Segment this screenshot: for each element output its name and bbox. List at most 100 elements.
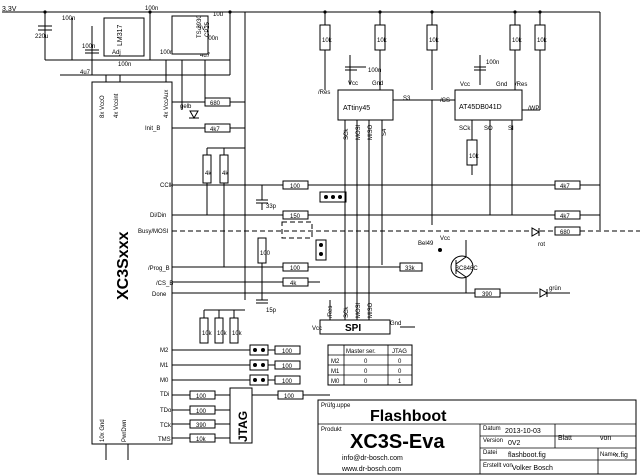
svg-text:0: 0 <box>364 369 368 375</box>
svg-text:15p: 15p <box>266 308 277 314</box>
attiny45-name: ATtiny45 <box>343 105 370 112</box>
svg-text:MISO: MISO <box>368 124 374 140</box>
svg-text:/Res: /Res <box>515 82 527 88</box>
mode-table: Master ser. JTAG M2 0 0 M1 0 0 M0 0 1 <box>327 344 413 386</box>
svg-text:10k: 10k <box>217 331 228 337</box>
svg-text:BC846C: BC846C <box>455 266 478 272</box>
svg-text:Blatt: Blatt <box>558 435 572 442</box>
svg-text:Erstellt von: Erstellt von <box>483 463 513 469</box>
version-value: 0V2 <box>508 440 521 447</box>
svg-text:390: 390 <box>196 423 207 429</box>
product-title: XC3S-Eva <box>350 431 445 453</box>
svg-text:TDi: TDi <box>160 392 169 398</box>
svg-text:SO: SO <box>484 126 493 132</box>
svg-text:4x Vccint: 4x Vccint <box>114 93 120 118</box>
ts3930-regulator <box>171 15 209 55</box>
svg-text:Gnd: Gnd <box>372 81 383 87</box>
spi-connector <box>319 319 391 335</box>
svg-text:TMS: TMS <box>158 437 171 443</box>
svg-text:/Res: /Res <box>318 90 330 96</box>
svg-text:Adj: Adj <box>112 50 121 56</box>
svg-text:MOSI: MOSI <box>356 302 362 318</box>
contact-email: info@dr-bosch.com <box>342 455 403 462</box>
title-block: Prüfg.uppe Flashboot Produkt XC3S-Eva in… <box>317 399 637 475</box>
svg-text:Vcc: Vcc <box>312 326 322 332</box>
svg-text:/WP: /WP <box>528 106 539 112</box>
svg-text:x.fig: x.fig <box>615 452 628 459</box>
svg-text:4k: 4k <box>222 171 229 177</box>
svg-text:100n: 100n <box>368 68 381 74</box>
jumper-2 <box>315 239 327 261</box>
svg-text:8x VccO: 8x VccO <box>100 95 106 118</box>
cap-220u: 220u <box>35 34 48 40</box>
svg-text:10u: 10u <box>213 12 223 18</box>
svg-text:4k7: 4k7 <box>560 184 570 190</box>
spi-name: SPI <box>345 323 361 334</box>
svg-text:4k7: 4k7 <box>210 127 220 133</box>
svg-text:Vcc: Vcc <box>440 236 450 242</box>
svg-text:100: 100 <box>196 394 207 400</box>
svg-text:100: 100 <box>196 409 207 415</box>
jtag-name: JTAG <box>236 411 250 442</box>
svg-text:Vcc: Vcc <box>460 82 470 88</box>
contact-web: www.dr-bosch.com <box>341 466 401 473</box>
svg-text:S4: S4 <box>382 128 388 136</box>
svg-text:LM317: LM317 <box>117 24 124 46</box>
svg-text:0: 0 <box>398 369 402 375</box>
svg-text:Busy/MOSI: Busy/MOSI <box>138 229 169 235</box>
svg-text:5V: 5V <box>198 26 205 32</box>
svg-text:/Prog_B: /Prog_B <box>148 266 170 272</box>
file-value: flashboot.fig <box>508 452 546 459</box>
svg-text:S3: S3 <box>403 96 411 102</box>
jtag-connector <box>229 387 253 444</box>
svg-text:33k: 33k <box>405 266 416 272</box>
svg-text:100: 100 <box>290 266 301 272</box>
svg-text:100n: 100n <box>486 60 499 66</box>
svg-text:10k: 10k <box>196 437 207 443</box>
svg-text:100n: 100n <box>205 36 218 42</box>
svg-text:4k: 4k <box>290 281 297 287</box>
svg-text:Produkt: Produkt <box>321 427 342 433</box>
svg-text:Version: Version <box>483 438 503 444</box>
fpga-name: XC3Sxxx <box>115 231 132 300</box>
fpga-chip <box>91 81 173 445</box>
svg-text:33p: 33p <box>266 204 277 210</box>
svg-text:/Res: /Res <box>328 306 334 318</box>
svg-text:SCk: SCk <box>344 128 350 140</box>
svg-text:100n: 100n <box>118 62 131 68</box>
svg-text:100: 100 <box>282 364 293 370</box>
svg-text:grün: grün <box>549 286 561 292</box>
svg-text:10k: 10k <box>202 331 213 337</box>
svg-text:M2: M2 <box>160 348 169 354</box>
at45db041d-chip <box>454 89 523 121</box>
svg-text:TCk: TCk <box>160 423 172 429</box>
svg-text:100: 100 <box>260 251 271 257</box>
svg-text:150: 150 <box>290 214 301 220</box>
svg-text:100: 100 <box>284 394 295 400</box>
svg-text:Name: Name <box>600 452 617 458</box>
svg-text:4k: 4k <box>205 171 212 177</box>
svg-text:gelb: gelb <box>180 104 192 110</box>
svg-text:M0: M0 <box>331 379 340 385</box>
svg-text:0: 0 <box>398 359 402 365</box>
svg-text:10k: 10k <box>429 38 440 44</box>
lm317-regulator <box>103 17 145 57</box>
svg-text:M1: M1 <box>331 369 340 375</box>
supply-label: 3,3V <box>2 6 17 13</box>
svg-text:CP25: CP25 <box>205 21 211 37</box>
svg-text:SCk: SCk <box>459 126 471 132</box>
svg-text:Init_B: Init_B <box>145 126 160 132</box>
svg-text:1: 1 <box>398 379 402 385</box>
svg-text:Datum: Datum <box>483 426 501 432</box>
svg-text:4k7: 4k7 <box>560 214 570 220</box>
svg-text:100: 100 <box>290 184 301 190</box>
author-value: Volker Bosch <box>512 465 553 472</box>
project-label: Flashboot <box>370 408 447 425</box>
svg-text:100n: 100n <box>160 50 173 56</box>
svg-text:von: von <box>600 435 611 442</box>
svg-text:MOSI: MOSI <box>356 124 362 140</box>
svg-text:Master ser.: Master ser. <box>346 349 376 355</box>
svg-text:M2: M2 <box>331 359 340 365</box>
svg-text:100n: 100n <box>82 44 95 50</box>
